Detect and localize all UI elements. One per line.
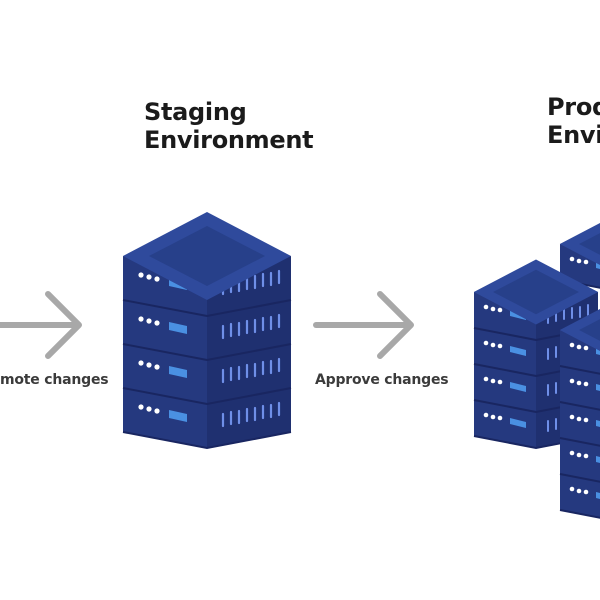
promote-arrow — [0, 291, 82, 359]
staging-server-stack — [121, 212, 293, 450]
production-title-line1: Prod — [547, 93, 600, 121]
promote-changes-label: mote changes — [0, 372, 109, 388]
staging-title-line2: Environment — [144, 126, 314, 154]
production-title: Prod Envi — [547, 93, 600, 149]
approve-arrow — [313, 291, 414, 359]
approve-changes-label: Approve changes — [315, 372, 449, 388]
staging-title: Staging Environment — [144, 98, 314, 154]
staging-title-line1: Staging — [144, 98, 247, 126]
production-server-cluster — [473, 211, 600, 523]
production-title-line2: Envi — [547, 121, 600, 149]
